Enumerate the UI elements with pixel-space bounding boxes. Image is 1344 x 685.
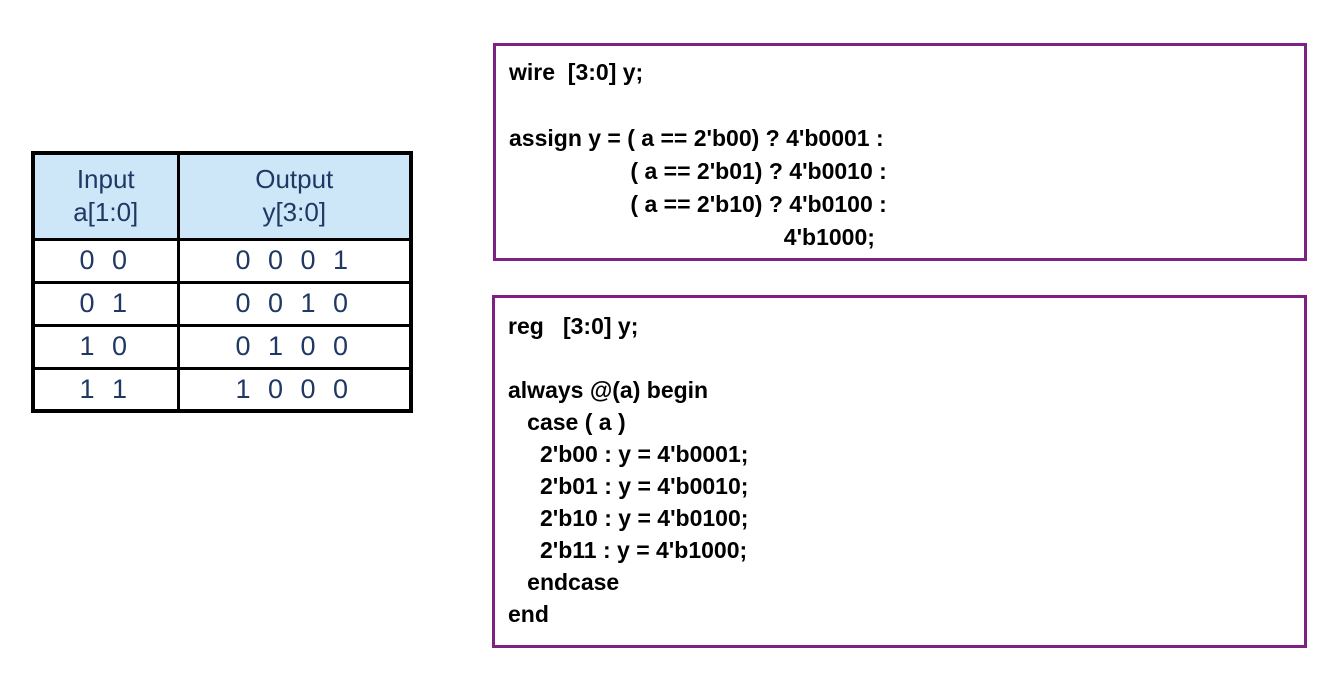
code-line: assign y = ( a == 2'b00) ? 4'b0001 : [509, 125, 884, 151]
input-bits-cell: 0 0 [31, 237, 180, 284]
truth-table: Input a[1:0] Output y[3:0] 0 0 0 0 0 1 0… [31, 151, 413, 413]
code-line: endcase [508, 569, 620, 595]
code-line: reg [3:0] y; [508, 313, 639, 339]
output-bits-cell: 0 0 0 1 [176, 237, 413, 284]
code-line: 4'b1000; [509, 224, 875, 250]
code-line: 2'b10 : y = 4'b0100; [508, 505, 749, 531]
code-line: wire [3:0] y; [509, 59, 644, 85]
output-bits-cell: 1 0 0 0 [176, 366, 413, 413]
code-line: end [508, 601, 549, 627]
code-line: 2'b00 : y = 4'b0001; [508, 441, 749, 467]
code-line: ( a == 2'b01) ? 4'b0010 : [509, 158, 887, 184]
code-line [509, 89, 1296, 122]
output-bits-cell: 0 0 1 0 [176, 280, 413, 327]
table-row: 1 1 1 0 0 0 [31, 366, 413, 413]
table-row: 0 0 0 0 0 1 [31, 237, 413, 284]
header-input-title: Input [76, 164, 135, 195]
input-bits-cell: 1 1 [31, 366, 180, 413]
code-line: 2'b11 : y = 4'b1000; [508, 537, 748, 563]
table-row: 1 0 0 1 0 0 [31, 323, 413, 370]
truth-table-header-output: Output y[3:0] [176, 151, 413, 241]
input-bits-cell: 0 1 [31, 280, 180, 327]
header-input-subtitle: a[1:0] [73, 197, 139, 228]
code-line [508, 342, 1296, 374]
header-output-subtitle: y[3:0] [262, 197, 327, 228]
header-output-title: Output [255, 164, 334, 195]
code-line: case ( a ) [508, 409, 626, 435]
code-line: 2'b01 : y = 4'b0010; [508, 473, 749, 499]
input-bits-cell: 1 0 [31, 323, 180, 370]
code-box-wire-assign: wire [3:0] y; assign y = ( a == 2'b00) ?… [493, 43, 1307, 261]
code-line: always @(a) begin [508, 377, 709, 403]
truth-table-header-input: Input a[1:0] [31, 151, 180, 241]
output-bits-cell: 0 1 0 0 [176, 323, 413, 370]
code-box-reg-always-case: reg [3:0] y; always @(a) begin case ( a … [492, 295, 1307, 648]
truth-table-header-row: Input a[1:0] Output y[3:0] [31, 151, 413, 241]
code-line: ( a == 2'b10) ? 4'b0100 : [509, 191, 887, 217]
table-row: 0 1 0 0 1 0 [31, 280, 413, 327]
